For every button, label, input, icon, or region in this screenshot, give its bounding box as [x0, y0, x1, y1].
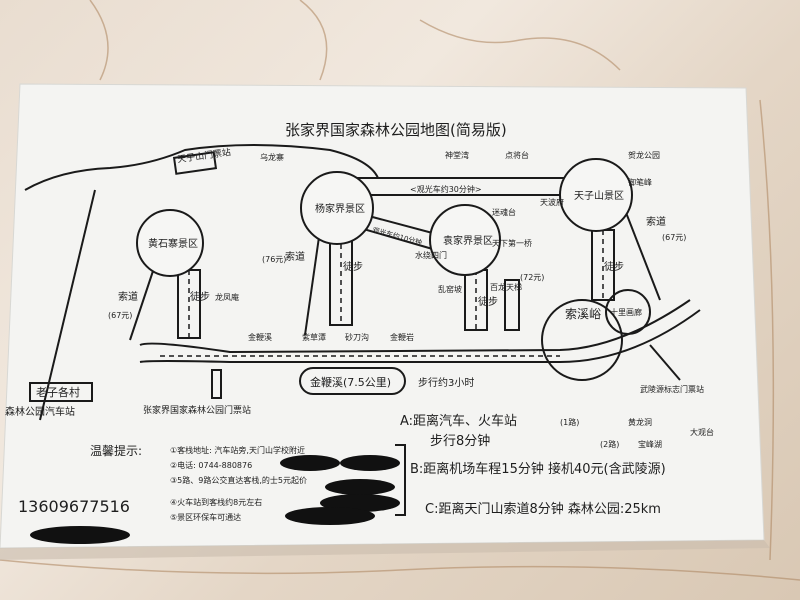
- area-yuanjiajie[interactable]: [429, 204, 501, 276]
- golden-whip-label: 金鞭溪(7.5公里): [310, 375, 391, 389]
- spot-label: 神堂湾: [445, 150, 469, 160]
- note-b: B:距离机场车程15分钟 接机40元(含武陵源): [410, 461, 666, 477]
- area-shilihualang[interactable]: [605, 289, 651, 335]
- bracket: [395, 444, 406, 516]
- cableway-label-tianzishan: 索道: [646, 215, 666, 228]
- area-tianzishan[interactable]: [559, 158, 633, 232]
- tip-1: ①客栈地址: 汽车站旁,天门山学校附近: [170, 445, 305, 455]
- spot-label: 御笔峰: [628, 177, 652, 187]
- road-diag2: [359, 227, 437, 251]
- area-suoxiyu[interactable]: [541, 299, 623, 381]
- spot-label: 砂刀沟: [345, 332, 369, 342]
- map-title: 张家界国家森林公园地图(简易版): [285, 121, 507, 139]
- cableway-price-huangshizhai: (67元): [108, 311, 132, 320]
- redaction-marks: [30, 455, 400, 544]
- spot-label: 迷魂台: [492, 207, 516, 217]
- bus-note-30min: <观光车约30分钟>: [410, 184, 482, 194]
- main-road-top: [139, 299, 691, 354]
- spot-label: 乌龙寨: [260, 152, 284, 162]
- road-tianzishan-gate: [24, 144, 379, 191]
- tip-4: ④火车站到客栈约8元左右: [170, 497, 262, 507]
- tip-3: ③5路、9路公交直达客栈,的士5元起价: [170, 475, 307, 485]
- spot-label: 贺龙公园: [628, 150, 660, 160]
- spot-label: 紫草潭: [302, 332, 326, 342]
- bus-route-1: (1路): [560, 417, 579, 427]
- bus-route-2: (2路): [600, 439, 619, 449]
- cableway-tianzishan: [624, 209, 661, 301]
- laozi-village-box: [29, 382, 93, 402]
- station-laozi-village: 老子各村: [36, 385, 80, 399]
- walk-label-4: 徒步: [604, 260, 624, 273]
- spot-label: 金鞭溪: [248, 332, 272, 342]
- cableway-label-huangshizhai: 索道: [118, 290, 138, 303]
- road-wulingyuan: [649, 344, 681, 381]
- cableway-huangshizhai: [129, 264, 156, 341]
- marble-veins: [0, 0, 800, 581]
- note-c: C:距离天门山索道8分钟 森林公园:25km: [425, 501, 661, 517]
- phone-number: 13609677516: [18, 497, 130, 516]
- cableway-price-bailong: (72元): [520, 273, 544, 282]
- cableway-label-bailong: 百龙天梯: [490, 282, 522, 292]
- area-huangshizhai[interactable]: [136, 209, 204, 277]
- spot-label: 天波府: [540, 197, 564, 207]
- spot-label: 黄龙洞: [628, 417, 652, 427]
- area-label-huangshizhai: 黄石寨景区: [148, 237, 198, 250]
- scenic-spots: 龙凤庵 神堂湾 点将台 贺龙公园 御笔峰 天下第一桥 迷魂台 乌龙寨 天波府 水…: [215, 150, 714, 449]
- spot-label: 点将台: [505, 150, 529, 160]
- gate-marker: [211, 369, 222, 399]
- area-yangjiajie[interactable]: [300, 171, 374, 245]
- spot-label: 水绕四门: [415, 250, 447, 260]
- cableway-price-yangjiajie: (76元): [262, 255, 286, 264]
- note-a-line2: 步行8分钟: [430, 433, 490, 449]
- spot-label: 龙凤庵: [215, 292, 239, 302]
- tips-label: 温馨提示:: [90, 443, 142, 458]
- station-wulingyuan-gate: 武陵源标志门票站: [640, 384, 704, 394]
- cableway-label-yangjiajie: 索道: [285, 250, 305, 263]
- note-a-line1: A:距离汽车、火车站: [400, 413, 517, 429]
- main-road-bottom: [139, 309, 701, 363]
- tip-2: ②电话: 0744-880876: [170, 460, 252, 470]
- area-label-yangjiajie: 杨家界景区: [315, 202, 365, 215]
- spot-label: 金鞭岩: [390, 332, 414, 342]
- spot-label: 宝峰湖: [638, 439, 662, 449]
- spot-label: 大观台: [690, 427, 714, 437]
- tip-5: ⑤景区环保车可通达: [170, 512, 241, 522]
- bailong-elevator: [504, 279, 520, 331]
- walk-label-2: 徒步: [343, 260, 363, 273]
- spot-label: 十里画廊: [610, 307, 642, 317]
- walk-label-3: 徒步: [478, 295, 498, 308]
- area-label-yuanjiajie: 袁家界景区: [443, 234, 493, 247]
- spot-label: 天下第一桥: [492, 238, 532, 248]
- road-diag: [364, 214, 441, 236]
- golden-whip-time: 步行约3小时: [418, 376, 474, 389]
- road-left: [39, 189, 96, 421]
- cableway-yangjiajie: [304, 229, 321, 336]
- area-label-tianzishan: 天子山景区: [574, 190, 624, 202]
- station-bus: 森林公园汽车站: [5, 405, 75, 418]
- walk-label-1: 徒步: [190, 290, 210, 303]
- tianzishan-gate-box: [172, 151, 218, 175]
- paper-shadow: [0, 540, 770, 560]
- station-zhangjiajie-gate: 张家界国家森林公园门票站: [143, 404, 251, 416]
- golden-whip-box: [299, 367, 406, 395]
- spot-label: 索溪峪: [565, 307, 601, 321]
- cableway-price-tianzishan: (67元): [662, 233, 686, 242]
- spot-label: 乱窑坡: [438, 284, 462, 294]
